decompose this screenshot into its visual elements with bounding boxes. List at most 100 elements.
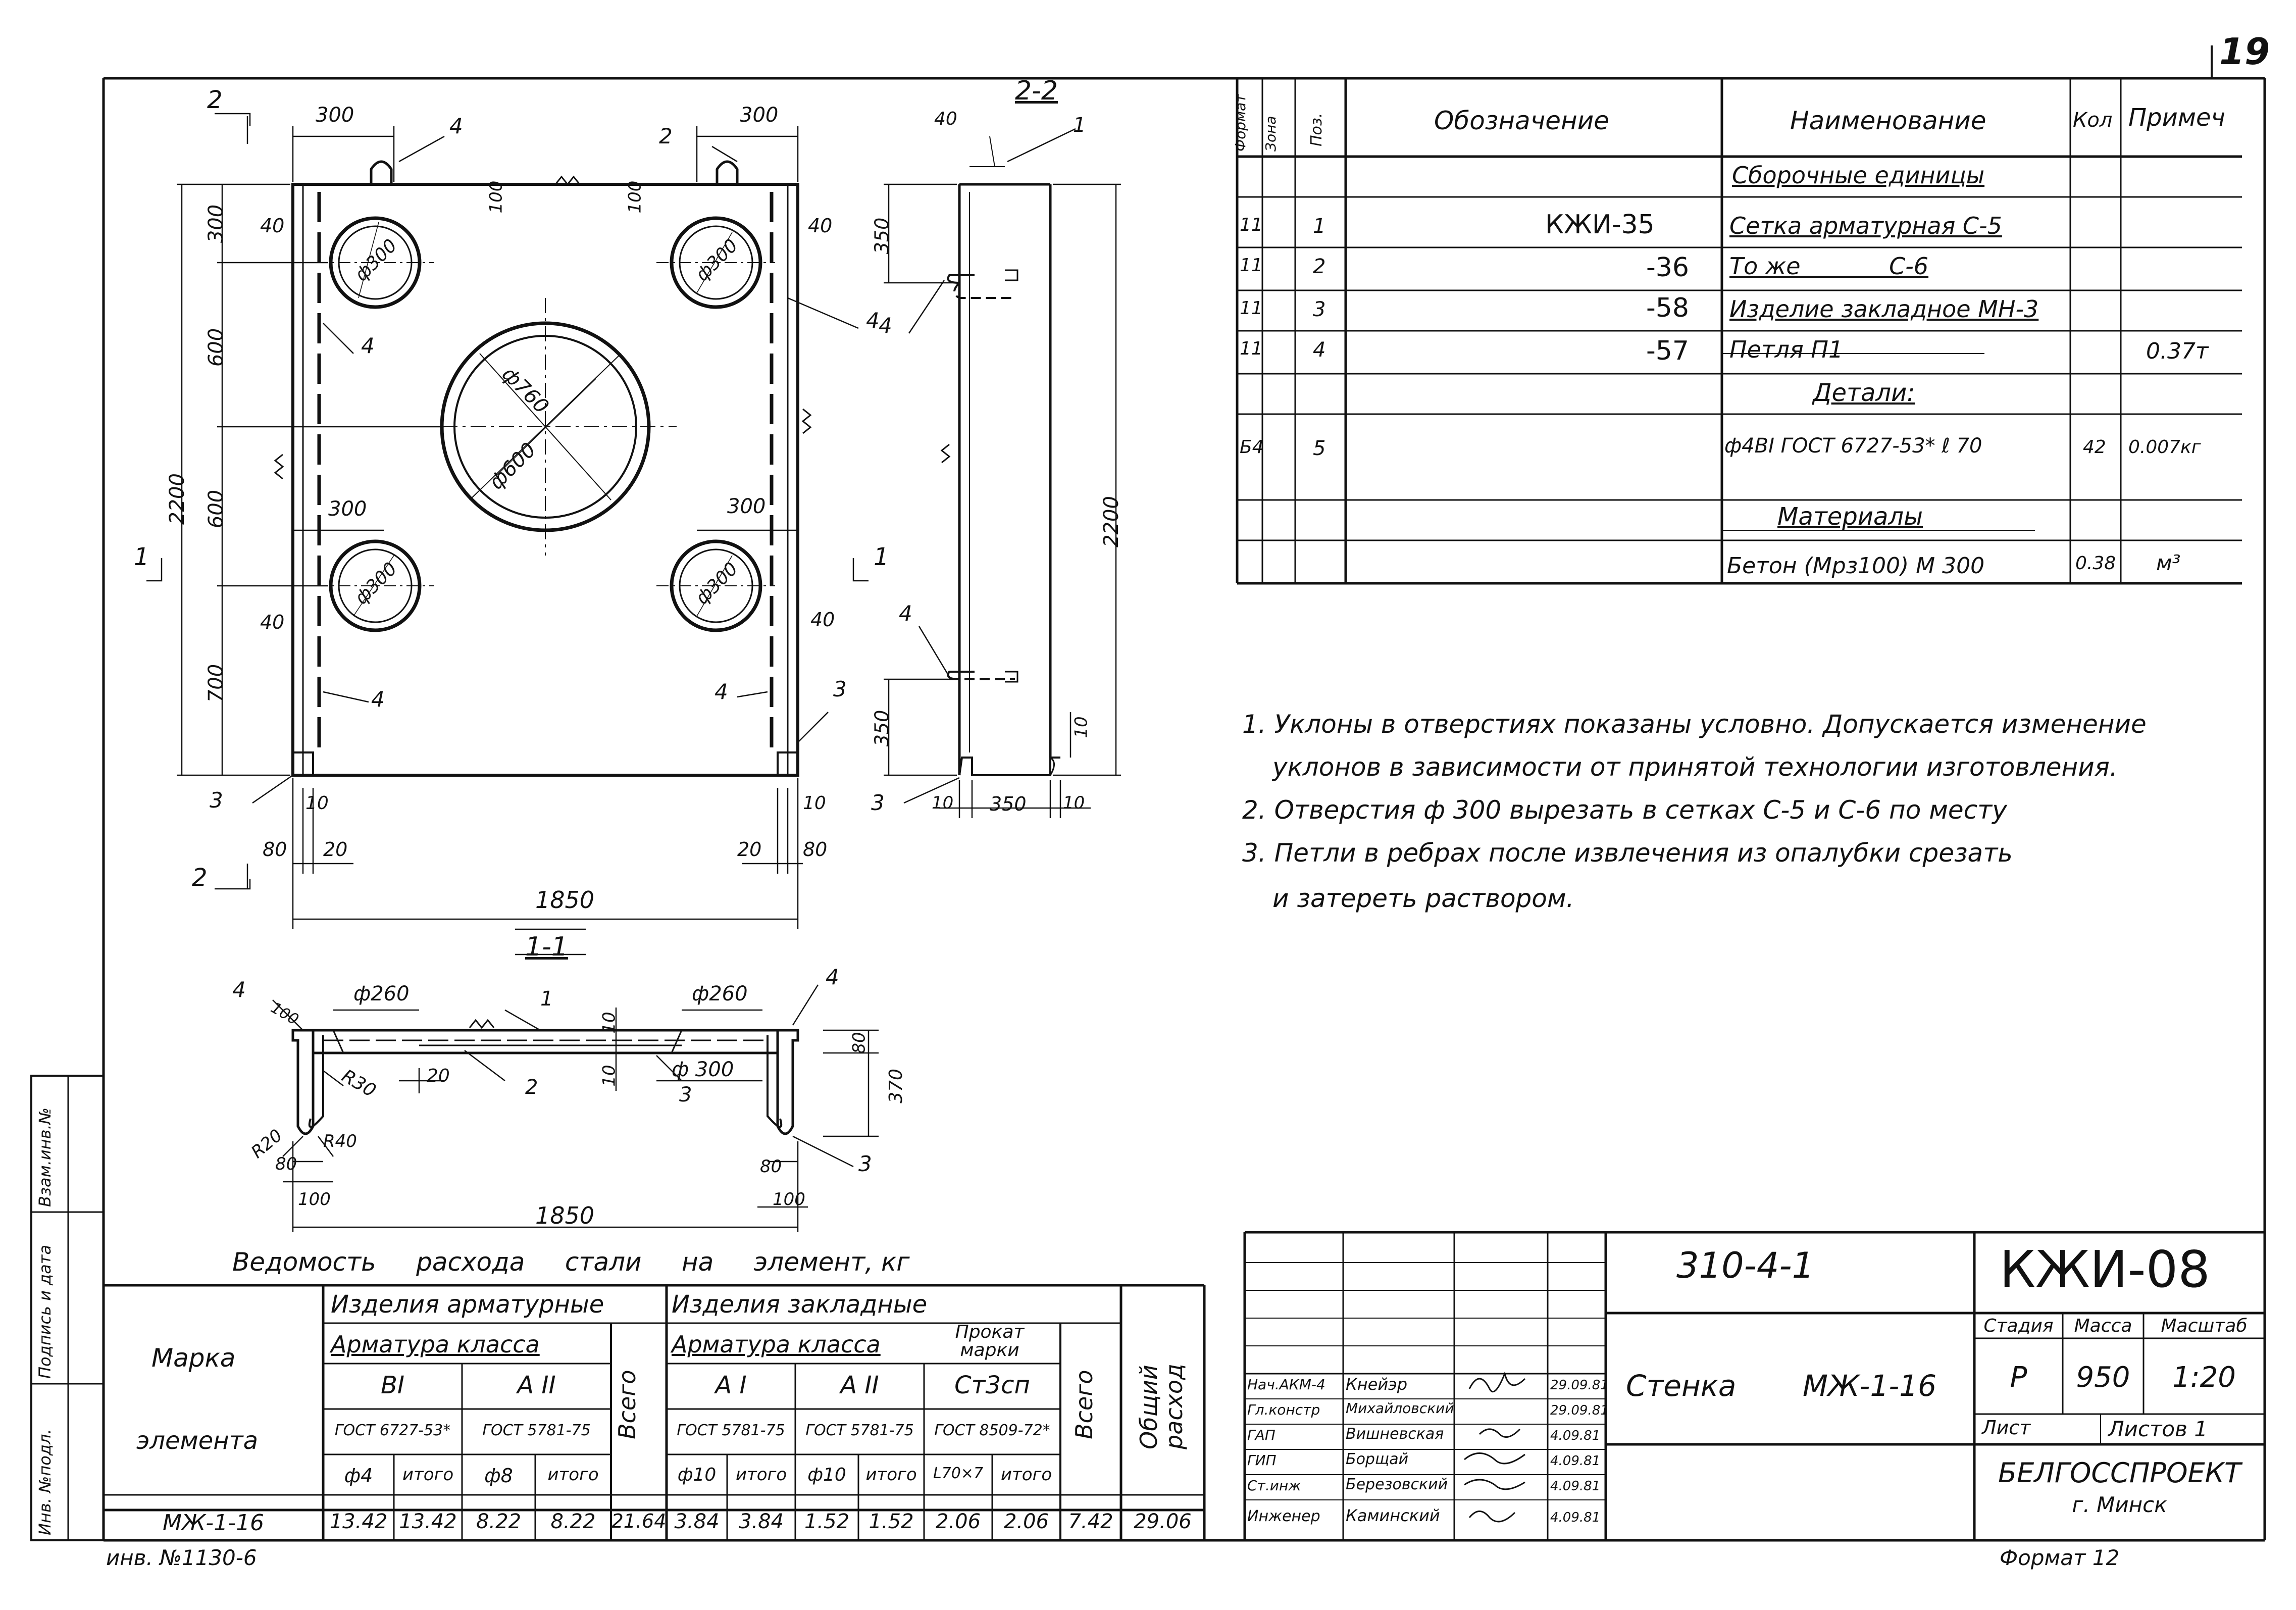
section11-r40: R40	[323, 1131, 357, 1151]
steel-row-mark: МЖ-1-16	[162, 1510, 265, 1536]
section22-dim-10-right: 10	[1063, 793, 1085, 813]
steel-mark-header: Марка	[151, 1343, 236, 1373]
spec-row-pos: 5	[1313, 437, 1326, 460]
spec-row-name: ф4ВI ГОСТ 6727-53* ℓ 70	[1724, 434, 1982, 458]
signature-1	[1468, 1371, 1526, 1393]
spec-row-format: 11	[1240, 215, 1263, 235]
steel-overall-header: Общий расход	[1135, 1364, 1188, 1449]
section-2-2-title: 2-2	[1015, 76, 1058, 106]
steel-gost-3: ГОСТ 5781-75	[677, 1422, 785, 1439]
spec-section-details: Детали:	[1813, 379, 1915, 407]
dim-20-a: 20	[323, 838, 348, 861]
cut-mark-2-top: 2	[207, 86, 223, 114]
steel-mark-header-2: элемента	[136, 1427, 259, 1455]
dim-10-b: 10	[803, 793, 826, 814]
dim-100-b: 100	[625, 180, 645, 214]
dim-2200-left: 2200	[165, 473, 189, 525]
steel-row-value: 13.42	[399, 1510, 457, 1533]
stamp-person-date: 29.09.81	[1550, 1378, 1609, 1393]
steel-sub-angle: L70×7	[933, 1465, 984, 1482]
dim-80-b: 80	[803, 838, 828, 861]
section-1-1	[291, 1019, 799, 1135]
dim-40-d: 40	[810, 609, 835, 631]
steel-row-value: 13.42	[329, 1510, 388, 1533]
stamp-person-date: 29.09.81	[1550, 1403, 1609, 1418]
steel-embedded-rebar-class: Арматура класса	[672, 1331, 881, 1358]
stamp-city: г. Минск	[2072, 1492, 2167, 1517]
steel-sub-phi8: ф8	[484, 1465, 513, 1487]
steel-gost-1: ГОСТ 6727-53*	[334, 1422, 451, 1439]
spec-row-note: 0.007кг	[2128, 437, 2201, 458]
section22-dim-10-left: 10	[932, 793, 954, 813]
section11-phi300: ф 300	[672, 1058, 734, 1081]
section22-dim-10-side: 10	[1071, 716, 1092, 738]
callout-3-right: 3	[833, 677, 847, 701]
dim-20-b: 20	[737, 838, 762, 861]
section11-callout-2: 2	[525, 1076, 538, 1099]
section22-callout-4-upper: 4	[879, 313, 892, 338]
stamp-person-name: Михайловский	[1346, 1400, 1454, 1417]
side-label-signature: Подпись и дата	[35, 1244, 55, 1379]
steel-gost-5: ГОСТ 8509-72*	[934, 1422, 1050, 1439]
steel-row-value: 3.84	[674, 1510, 720, 1533]
steel-class-st: Ст3сп	[954, 1371, 1030, 1399]
spec-row-note: 0.37т	[2146, 338, 2209, 364]
section11-dim-20: 20	[427, 1066, 450, 1086]
steel-sub-phi10-a: ф10	[677, 1465, 717, 1485]
stamp-title-mark: МЖ-1-16	[1803, 1369, 1937, 1403]
dim-2200-right: 2200	[1099, 496, 1123, 547]
section11-dim-80-left: 80	[275, 1154, 297, 1174]
stamp-doc-code: 310-4-1	[1676, 1245, 1815, 1286]
steel-class-a2b: А II	[840, 1371, 879, 1399]
cut-mark-2-bottom: 2	[192, 864, 208, 892]
spec-row-name: Сетка арматурная С-5	[1729, 212, 2002, 239]
section22-callout-3: 3	[871, 790, 885, 815]
dim-300-top-left: 300	[316, 104, 354, 127]
spec-row-format: 11	[1240, 255, 1263, 276]
steel-table-grid	[104, 1284, 1206, 1540]
spec-row-format: 11	[1240, 298, 1263, 319]
spec-header-zone: Зона	[1262, 116, 1279, 152]
steel-row-value: 1.52	[804, 1510, 850, 1533]
steel-rebar-products: Изделия арматурные	[331, 1290, 604, 1319]
steel-row-total: 29.06	[1134, 1510, 1192, 1533]
steel-class-b1: ВI	[380, 1371, 405, 1399]
callout-2-top: 2	[659, 124, 673, 148]
steel-row-value: 2.06	[935, 1510, 981, 1533]
side-label-inv: Инв. №подл.	[35, 1429, 55, 1535]
stamp-mark: КЖИ-08	[2000, 1240, 2210, 1299]
section11-dim-10-lower: 10	[599, 1065, 620, 1087]
callout-4-left-upper: 4	[361, 333, 375, 358]
signature-4	[1464, 1479, 1525, 1490]
dim-100-a: 100	[486, 180, 506, 214]
section11-dim-100-left: 100	[298, 1189, 331, 1210]
section-2-2	[940, 183, 1060, 776]
steel-class-a1: А I	[715, 1371, 747, 1399]
spec-row-pos: 2	[1313, 255, 1326, 278]
note-1-continued: уклонов в зависимости от принятой технол…	[1272, 752, 2118, 782]
section11-phi260-left: ф260	[353, 982, 410, 1005]
note-3: 3. Петли в ребрах после извлечения из оп…	[1242, 838, 2013, 868]
stamp-organization: БЕЛГОССПРОЕКТ	[1998, 1457, 2241, 1489]
steel-rebar-class: Арматура класса	[331, 1331, 540, 1358]
stamp-mass: 950	[2076, 1361, 2130, 1394]
steel-sub-total-3: итого	[735, 1465, 787, 1485]
stamp-mass-label: Масса	[2074, 1316, 2132, 1336]
stamp-stage-label: Стадия	[1983, 1316, 2054, 1336]
callout-4-left-lower: 4	[371, 687, 385, 712]
stamp-person-name: Борщай	[1346, 1450, 1409, 1468]
section22-dim-350-bottom: 350	[871, 710, 893, 747]
steel-sub-total-4: итого	[865, 1465, 917, 1485]
note-2: 2. Отверстия ф 300 вырезать в сетках С-5…	[1242, 795, 2007, 825]
stamp-person-date: 4.09.81	[1550, 1428, 1601, 1443]
steel-table-title: Ведомость расхода стали на элемент, кг	[232, 1247, 910, 1277]
spec-header-designation: Обозначение	[1434, 106, 1609, 135]
spec-row-name: Изделие закладное МН-3	[1729, 295, 2039, 323]
spec-header-name: Наименование	[1790, 106, 1986, 135]
section11-dim-80-side: 80	[849, 1032, 870, 1054]
signature-3	[1464, 1452, 1525, 1465]
stamp-person-name: Кнейэр	[1346, 1375, 1407, 1394]
section22-callout-4-lower: 4	[899, 601, 912, 626]
steel-sub-total-5: итого	[1000, 1465, 1052, 1485]
section11-dim-10-upper: 10	[599, 1012, 620, 1034]
